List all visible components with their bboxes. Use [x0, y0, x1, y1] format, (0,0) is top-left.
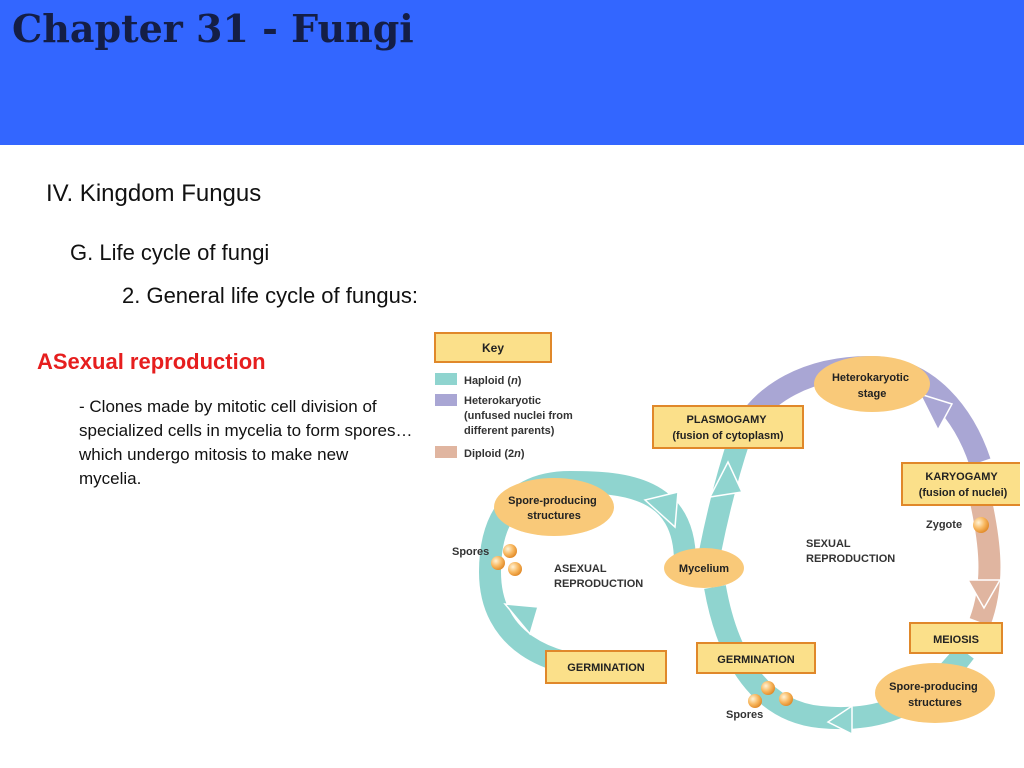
spore-icon — [748, 694, 762, 708]
key-swatch-haploid — [435, 373, 457, 385]
karyogamy-box: KARYOGAMY (fusion of nuclei) — [901, 462, 1020, 506]
haploid-arrowhead-bottom — [826, 704, 853, 736]
spore-icon — [508, 562, 522, 576]
asexual-heading: ASexual reproduction — [37, 349, 266, 374]
outline-level-3: 2. General life cycle of fungus: — [122, 283, 418, 308]
svg-text:PLASMOGAMY (fusion of cy: PLASMOGAMY (fusion of cytoplasm) — [672, 414, 784, 442]
plasmogamy-box: PLASMOGAMY (fusion of cytoplasm) — [652, 405, 804, 449]
heterokaryotic-arrowhead — [918, 392, 954, 432]
key-title: Key — [482, 341, 504, 355]
spores-label-left: Spores — [452, 546, 489, 558]
spore-icon — [491, 556, 505, 570]
svg-text:Mycelium: Mycelium — [679, 563, 729, 575]
key-swatch-heterokaryotic — [435, 394, 457, 406]
slide-title: Chapter 31 - Fungi — [12, 6, 414, 51]
diploid-arrowhead — [966, 579, 1002, 610]
key-haploid-label: Haploid (n) — [464, 375, 522, 387]
haploid-arrowhead-up — [708, 460, 744, 498]
germination-box-left: GERMINATION — [545, 650, 667, 684]
asexual-reproduction-label: ASEXUAL REPRODUCTION — [554, 563, 643, 590]
svg-text:MEIOSIS: MEIOSIS — [933, 634, 979, 646]
key-legend: Key Haploid (n) Heterokaryotic (unfused … — [434, 332, 576, 460]
heterokaryotic-stage-oval: Heterokaryotic stage — [814, 356, 930, 412]
svg-text:Spore-producing structur: Spore-producing structures — [889, 681, 981, 709]
key-diploid-label: Diploid (2n) — [464, 448, 525, 460]
svg-text:Spore-producing structur: Spore-producing structures — [508, 495, 600, 522]
spore-icon — [761, 681, 775, 695]
svg-text:KARYOGAMY (fusion of nuc: KARYOGAMY (fusion of nuclei) — [919, 471, 1008, 499]
key-heterokaryotic-label: Heterokaryotic (unfused nuclei from diff… — [464, 395, 576, 437]
germination-box-right: GERMINATION — [696, 642, 816, 674]
spore-producing-structures-left: Spore-producing structures — [494, 478, 614, 536]
asexual-arrowhead-top — [643, 491, 679, 529]
spores-label-bottom: Spores — [726, 709, 763, 721]
title-bar: Chapter 31 - Fungi — [0, 0, 1024, 145]
outline-level-2: G. Life cycle of fungi — [70, 240, 270, 265]
sexual-reproduction-label: SEXUAL REPRODUCTION — [806, 538, 895, 565]
svg-text:Heterokaryotic stage: Heterokaryotic stage — [832, 372, 912, 400]
key-swatch-diploid — [435, 446, 457, 458]
asexual-description: - Clones made by mitotic cell division o… — [79, 397, 413, 488]
fungus-life-cycle-diagram: Key Haploid (n) Heterokaryotic (unfused … — [434, 332, 1020, 736]
spore-icon — [779, 692, 793, 706]
mycelium-oval: Mycelium — [664, 548, 744, 588]
zygote-spore-icon — [973, 517, 989, 533]
outline-level-1: IV. Kingdom Fungus — [46, 180, 262, 207]
svg-text:GERMINATION: GERMINATION — [717, 654, 794, 666]
svg-text:GERMINATION: GERMINATION — [567, 662, 644, 674]
key-title-box — [434, 332, 552, 363]
meiosis-box: MEIOSIS — [909, 622, 1003, 654]
spore-icon — [503, 544, 517, 558]
zygote-label: Zygote — [926, 519, 962, 531]
asexual-arrowhead-left — [503, 603, 539, 636]
spore-producing-structures-right: Spore-producing structures — [875, 663, 995, 723]
